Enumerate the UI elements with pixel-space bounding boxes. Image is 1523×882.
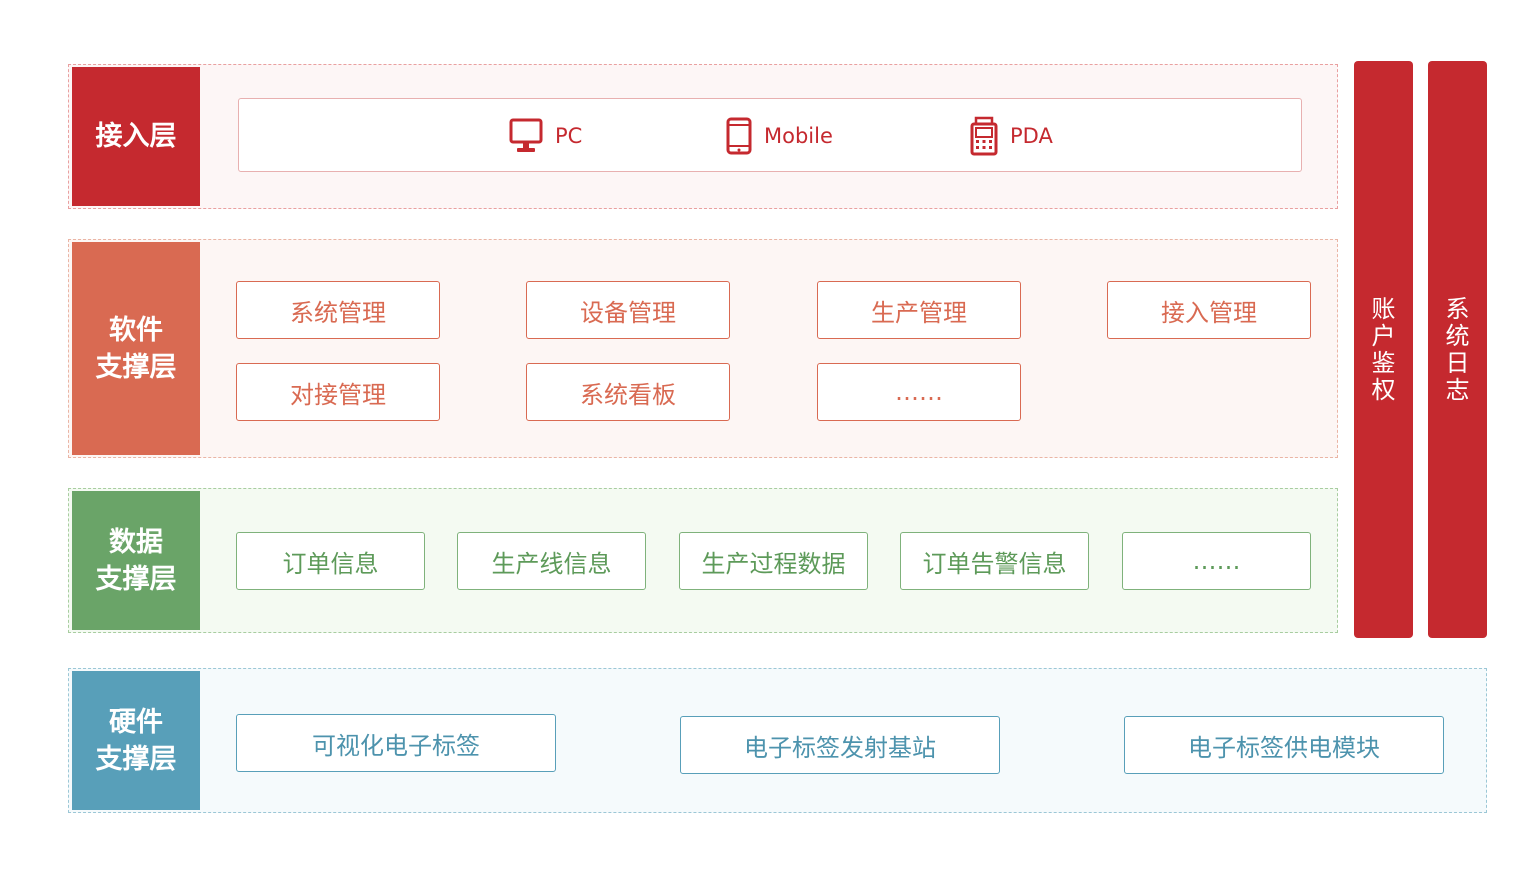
device-mobile: Mobile xyxy=(726,99,833,173)
data-production-line-info: 生产线信息 xyxy=(457,532,646,590)
monitor-icon xyxy=(509,118,543,152)
module-more: …… xyxy=(817,363,1021,421)
data-layer-label: 数据 支撑层 xyxy=(72,491,200,630)
column-system-log: 系统日志 xyxy=(1428,61,1487,638)
hardware-layer-label: 硬件 支撑层 xyxy=(72,671,200,810)
module-system-management: 系统管理 xyxy=(236,281,440,339)
hardware-e-label-power-module: 电子标签供电模块 xyxy=(1124,716,1444,774)
module-device-management: 设备管理 xyxy=(526,281,730,339)
column-account-auth: 账户鉴权 xyxy=(1354,61,1413,638)
module-system-dashboard: 系统看板 xyxy=(526,363,730,421)
device-pc: PC xyxy=(509,99,582,173)
hardware-e-label-base-station: 电子标签发射基站 xyxy=(680,716,1000,774)
module-access-management: 接入管理 xyxy=(1107,281,1311,339)
device-pda: PDA xyxy=(970,99,1053,173)
module-integration-management: 对接管理 xyxy=(236,363,440,421)
access-layer-label: 接入层 xyxy=(72,67,200,206)
data-order-info: 订单信息 xyxy=(236,532,425,590)
device-bar: PC Mobile PDA xyxy=(238,98,1302,172)
data-more: …… xyxy=(1122,532,1311,590)
pda-icon xyxy=(970,116,998,156)
hardware-visual-e-label: 可视化电子标签 xyxy=(236,714,556,772)
data-production-process: 生产过程数据 xyxy=(679,532,868,590)
mobile-phone-icon xyxy=(726,117,752,155)
software-layer-label: 软件 支撑层 xyxy=(72,242,200,455)
data-order-alarm-info: 订单告警信息 xyxy=(900,532,1089,590)
software-layer: 软件 支撑层 xyxy=(68,239,1338,458)
module-production-management: 生产管理 xyxy=(817,281,1021,339)
